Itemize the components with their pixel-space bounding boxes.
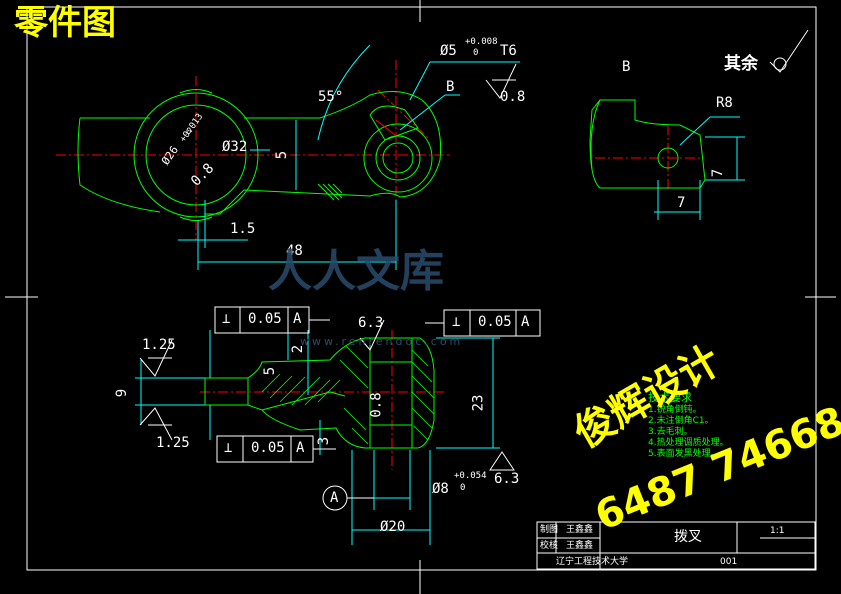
dim-5-label: 5 [262,366,279,376]
top-view [56,44,700,270]
note-line: 1.锐角倒钝。 [648,405,702,415]
gtol-3-symbol: ⊥ [224,440,233,456]
angle-label: 55° [318,89,344,105]
dim-7-vertical: 7 [710,168,727,178]
datum-a-marker: A [330,490,339,506]
dim-phi8-label: Ø8 [432,481,449,497]
checked-label: 校核 [540,541,559,551]
dim-9-label: 9 [114,388,131,398]
gtol-2-symbol: ⊥ [452,314,461,330]
bore-tol-zero: 0 [186,127,192,137]
dim-23-label: 23 [470,394,487,412]
dim-3-label: 3 [316,436,333,446]
gtol-1-symbol: ⊥ [222,311,231,327]
gtol-frames [214,306,541,511]
roughness-63-top: 6.3 [358,315,384,331]
top-view-dimensions [178,44,520,270]
gtol-1-datum: A [293,311,302,327]
note-line: 3.去毛刺。 [648,427,693,437]
width-5-label: 5 [274,150,291,160]
fork-arm-outline [77,89,442,221]
dim-phi20-label: Ø20 [380,519,406,535]
hole-diameter-label: Ø5 [440,43,457,59]
watermark-site: 人人文库 [268,246,444,297]
checked-name: 王鑫鑫 [566,541,594,551]
drawn-label: 制图 [540,525,559,535]
top-view-roughness [485,63,517,99]
gtol-2-value: 0.05 [478,314,512,330]
front-view-dimensions [135,330,500,545]
dim-7-horizontal: 7 [677,195,686,211]
front-view-hatch [261,345,435,445]
rest-roughness-label: 其余 [724,54,758,74]
notes-title: 技术要求 [648,391,692,404]
gtol-2-datum: A [521,314,530,330]
offset-15-label: 1.5 [230,221,256,237]
roughness-63-bottom: 6.3 [494,471,520,487]
technical-notes: 技术要求 1.锐角倒钝。 2.未注倒角C1。 3.去毛刺。 4.热处理调质处理。… [648,392,758,459]
bore-outer-label: Ø32 [222,139,248,155]
roughness-125-top: 1.25 [142,337,176,353]
school-name: 辽宁工程技术大学 [556,557,629,567]
fit-label: T6 [500,43,517,59]
gtol-3-datum: A [296,440,305,456]
detail-b-title: B [622,59,631,75]
watermark-url: www.renrendoc.com [300,335,464,348]
front-view [135,306,541,545]
note-line: 2.未注倒角C1。 [648,416,714,426]
hole-tol-lower: 0 [473,48,479,58]
gtol-1-value: 0.05 [248,311,282,327]
part-name: 拨叉 [674,529,702,545]
phi8-tol-upper: +0.054 [454,471,487,481]
top-view-centerlines [56,60,700,240]
radius-label: R8 [716,95,733,111]
drawn-name: 王鑫鑫 [566,525,594,535]
title-block-grid [536,521,816,570]
datum-b-label: B [446,79,455,95]
hole-tol-upper: +0.008 [465,37,498,47]
roughness-08-front: 0.8 [368,392,385,418]
page-title: 零件图 [14,3,116,43]
note-line: 4.热处理调质处理。 [648,438,729,448]
gtol-3-value: 0.05 [251,440,285,456]
front-view-outline [204,337,435,449]
drawing-number: 001 [720,557,738,567]
note-line: 5.表面发黑处理。 [648,449,720,459]
drawing-frame [5,0,836,594]
scale-value: 1:1 [770,526,785,536]
length-48-label: 48 [286,243,303,259]
detail-b-view [589,29,809,220]
front-roughness [139,319,515,471]
roughness-125-bottom: 1.25 [156,435,190,451]
front-view-centerlines [200,330,445,470]
roughness-top-value: 0.8 [500,89,526,105]
phi8-tol-lower: 0 [460,483,466,493]
